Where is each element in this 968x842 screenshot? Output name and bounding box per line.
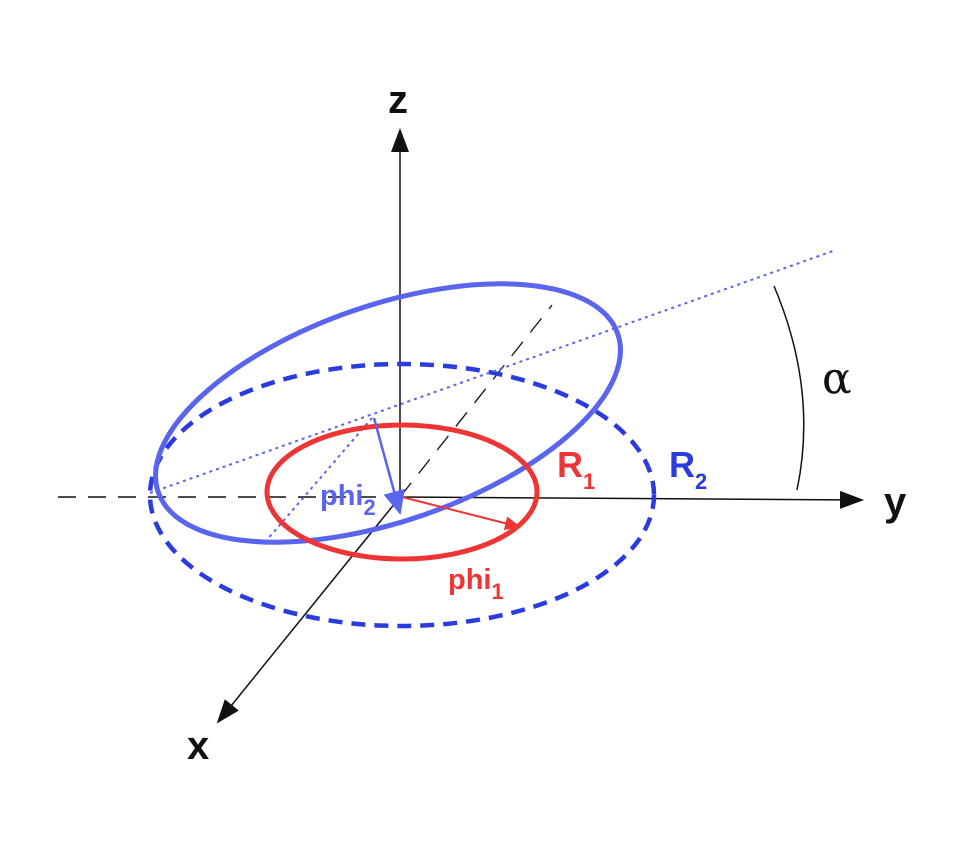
angle-alpha-label: α [822,353,852,404]
tilted-ring-dotted-segment [265,417,373,542]
x-axis-label: x [187,724,209,768]
phi1-arrow [401,496,521,531]
x-axis [216,496,401,724]
phi2-arrow [372,417,405,515]
r1-label: R1 [557,444,595,494]
tilt-plane-line [149,250,834,494]
inner-ring [264,422,540,562]
phi1-label: phi1 [448,564,504,604]
tilted-ring [153,281,623,545]
y-axis-label: y [884,480,907,524]
phi2-label: phi2 [320,480,376,520]
angle-alpha-arc [773,285,805,491]
y-axis [399,490,864,509]
z-axis-label: z [388,78,408,122]
x-axis-dashed-extension [399,304,553,498]
r2-label: R2 [669,444,707,494]
outer-ring-dashed [147,361,657,629]
